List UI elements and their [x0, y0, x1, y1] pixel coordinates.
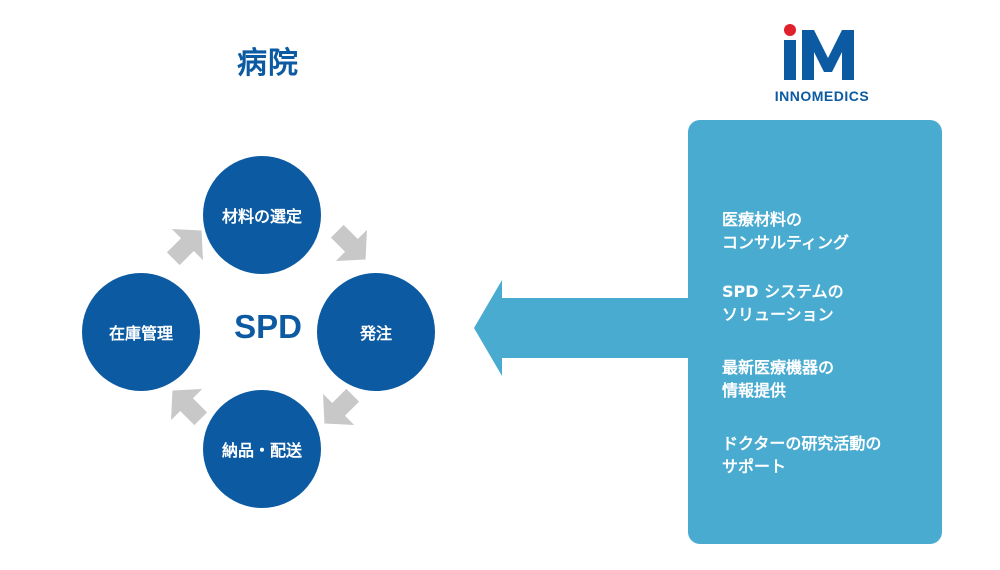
node-inventory: 在庫管理: [82, 273, 200, 391]
node-label-top: 材料の選定: [221, 207, 302, 226]
cycle-arrow-bottom-right: [323, 388, 360, 425]
node-label-right: 発注: [359, 324, 392, 343]
node-material-selection: 材料の選定: [203, 156, 321, 274]
cycle-arrow-top-left: [166, 229, 203, 266]
service-line: 情報提供: [722, 381, 787, 400]
hospital-title: 病院: [237, 46, 299, 81]
service-line: 医療材料の: [722, 210, 803, 229]
node-delivery: 納品・配送: [203, 390, 321, 508]
spd-center-label: SPD: [234, 308, 302, 345]
innomedics-logo: INNOMEDICS: [758, 18, 886, 108]
service-line: ドクターの研究活動の: [722, 434, 882, 453]
service-item-medical-device-info: 最新医療機器の 情報提供: [722, 356, 834, 402]
service-line: コンサルティング: [722, 233, 850, 252]
cycle-arrow-top-right: [330, 224, 367, 261]
node-ordering: 発注: [317, 273, 435, 391]
service-line: サポート: [722, 457, 787, 476]
service-item-spd-system: SPD システムの ソリューション: [722, 280, 844, 326]
service-line: SPD システムの: [722, 282, 844, 301]
node-label-left: 在庫管理: [108, 324, 173, 343]
service-flow-arrow: [474, 280, 690, 376]
node-label-bottom: 納品・配送: [221, 441, 302, 460]
service-line: 最新医療機器の: [722, 358, 835, 377]
innomedics-logo-mark: [784, 24, 854, 80]
cycle-arrow-bottom-left: [171, 389, 208, 426]
logo-text: INNOMEDICS: [774, 88, 870, 104]
service-line: ソリューション: [722, 305, 834, 324]
service-item-research-support: ドクターの研究活動の サポート: [722, 432, 881, 478]
service-item-consulting: 医療材料の コンサルティング: [722, 208, 849, 254]
service-panel: 医療材料の コンサルティング SPD システムの ソリューション 最新医療機器の…: [688, 120, 942, 544]
